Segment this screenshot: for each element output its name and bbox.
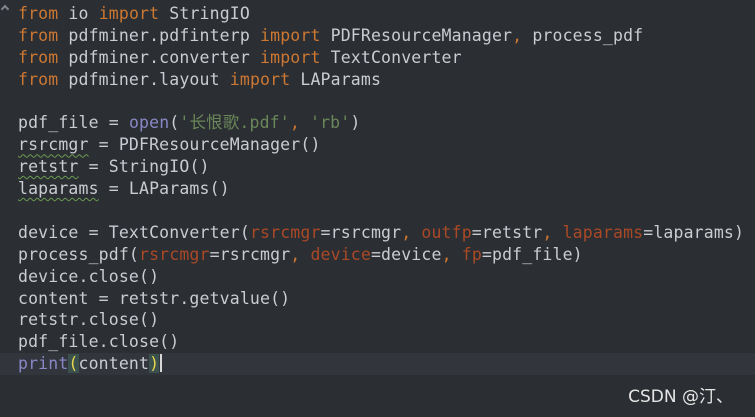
code-line[interactable]: device.close() (0, 266, 755, 288)
code-token: rsrcmgr (18, 135, 89, 155)
code-token: device (310, 244, 371, 264)
code-token: ( (169, 113, 180, 133)
code-token: process_pdf( (18, 244, 140, 264)
blank-line[interactable] (0, 91, 755, 113)
code-token: StringIO (159, 4, 250, 23)
code-token: fp (461, 244, 482, 264)
code-token: ) (350, 113, 361, 133)
code-token: import (260, 25, 321, 45)
code-token: , (441, 244, 462, 264)
code-token: pdf_file = (18, 113, 129, 133)
code-token: , (512, 25, 523, 45)
code-token: io (58, 4, 99, 23)
code-token: import (98, 4, 160, 23)
code-token: pdfminer.pdfinterp (58, 25, 261, 45)
code-token: pdf_file.close() (18, 332, 180, 352)
code-token: , (290, 244, 311, 264)
code-token: import (229, 69, 291, 89)
code-token: retstr (18, 157, 79, 177)
code-token: = StringIO() (78, 157, 210, 177)
code-token: content (78, 354, 150, 374)
code-token: pdfminer.converter (58, 47, 261, 67)
code-token: TextConverter (320, 47, 462, 67)
code-token: =rsrcmgr (209, 244, 291, 264)
code-token: laparams (18, 179, 99, 199)
code-token: outfp (421, 222, 472, 242)
code-token: = PDFResourceManager() (88, 135, 321, 155)
code-token: from (18, 4, 59, 23)
code-token: import (260, 47, 321, 67)
code-line[interactable]: pdf_file = open('长恨歌.pdf', 'rb') (0, 112, 755, 134)
code-token: process_pdf (522, 25, 644, 45)
code-token: pdfminer.layout (58, 69, 230, 89)
code-token: =pdf_file) (481, 244, 583, 264)
blank-line[interactable] (0, 200, 755, 222)
code-token: =rsrcmgr (320, 222, 402, 242)
code-token: open (128, 113, 170, 133)
code-token: device.close() (18, 266, 160, 286)
text-cursor (160, 354, 163, 373)
code-token: = LAParams() (98, 179, 230, 199)
code-token: '长恨歌.pdf' (179, 113, 290, 133)
code-token: from (18, 69, 59, 89)
code-line[interactable]: device = TextConverter(rsrcmgr=rsrcmgr, … (0, 222, 755, 244)
code-line[interactable]: from pdfminer.pdfinterp import PDFResour… (0, 25, 755, 47)
code-token: ) (149, 354, 160, 374)
code-token: from (18, 25, 59, 45)
code-line[interactable]: print(content) (0, 353, 755, 376)
code-token: PDFResourceManager (320, 25, 513, 45)
code-line[interactable]: from pdfminer.converter import TextConve… (0, 47, 755, 69)
code-token: content = retstr.getvalue() (18, 288, 291, 308)
code-line[interactable]: rsrcmgr = PDFResourceManager() (0, 134, 755, 156)
code-token: from (18, 47, 59, 67)
code-token: device = TextConverter( (18, 222, 250, 242)
code-token: =device (370, 244, 442, 264)
code-token: rsrcmgr (249, 222, 321, 242)
editor-gutter (0, 0, 11, 417)
code-line[interactable]: from pdfminer.layout import LAParams (0, 69, 755, 91)
code-token: retstr.close() (18, 310, 160, 330)
code-token: print (18, 354, 69, 374)
code-line[interactable]: process_pdf(rsrcmgr=rsrcmgr, device=devi… (0, 244, 755, 266)
code-token: rsrcmgr (139, 244, 210, 264)
code-token: =retstr (471, 222, 543, 242)
watermark: CSDN @汀、 (628, 387, 733, 407)
code-token: 'rb' (310, 113, 351, 133)
code-line[interactable]: retstr = StringIO() (0, 156, 755, 178)
code-line[interactable]: from io import StringIO (0, 3, 755, 25)
code-line[interactable]: retstr.close() (0, 309, 755, 331)
code-token: ( (68, 354, 79, 374)
code-token: , (401, 222, 422, 242)
code-line[interactable]: laparams = LAParams() (0, 178, 755, 200)
code-token: laparams (562, 222, 644, 242)
code-token: , (542, 222, 563, 242)
code-token: =laparams) (643, 222, 745, 242)
code-token: LAParams (290, 69, 382, 89)
code-line[interactable]: content = retstr.getvalue() (0, 288, 755, 310)
code-line[interactable]: pdf_file.close() (0, 331, 755, 353)
code-token: , (289, 113, 310, 133)
